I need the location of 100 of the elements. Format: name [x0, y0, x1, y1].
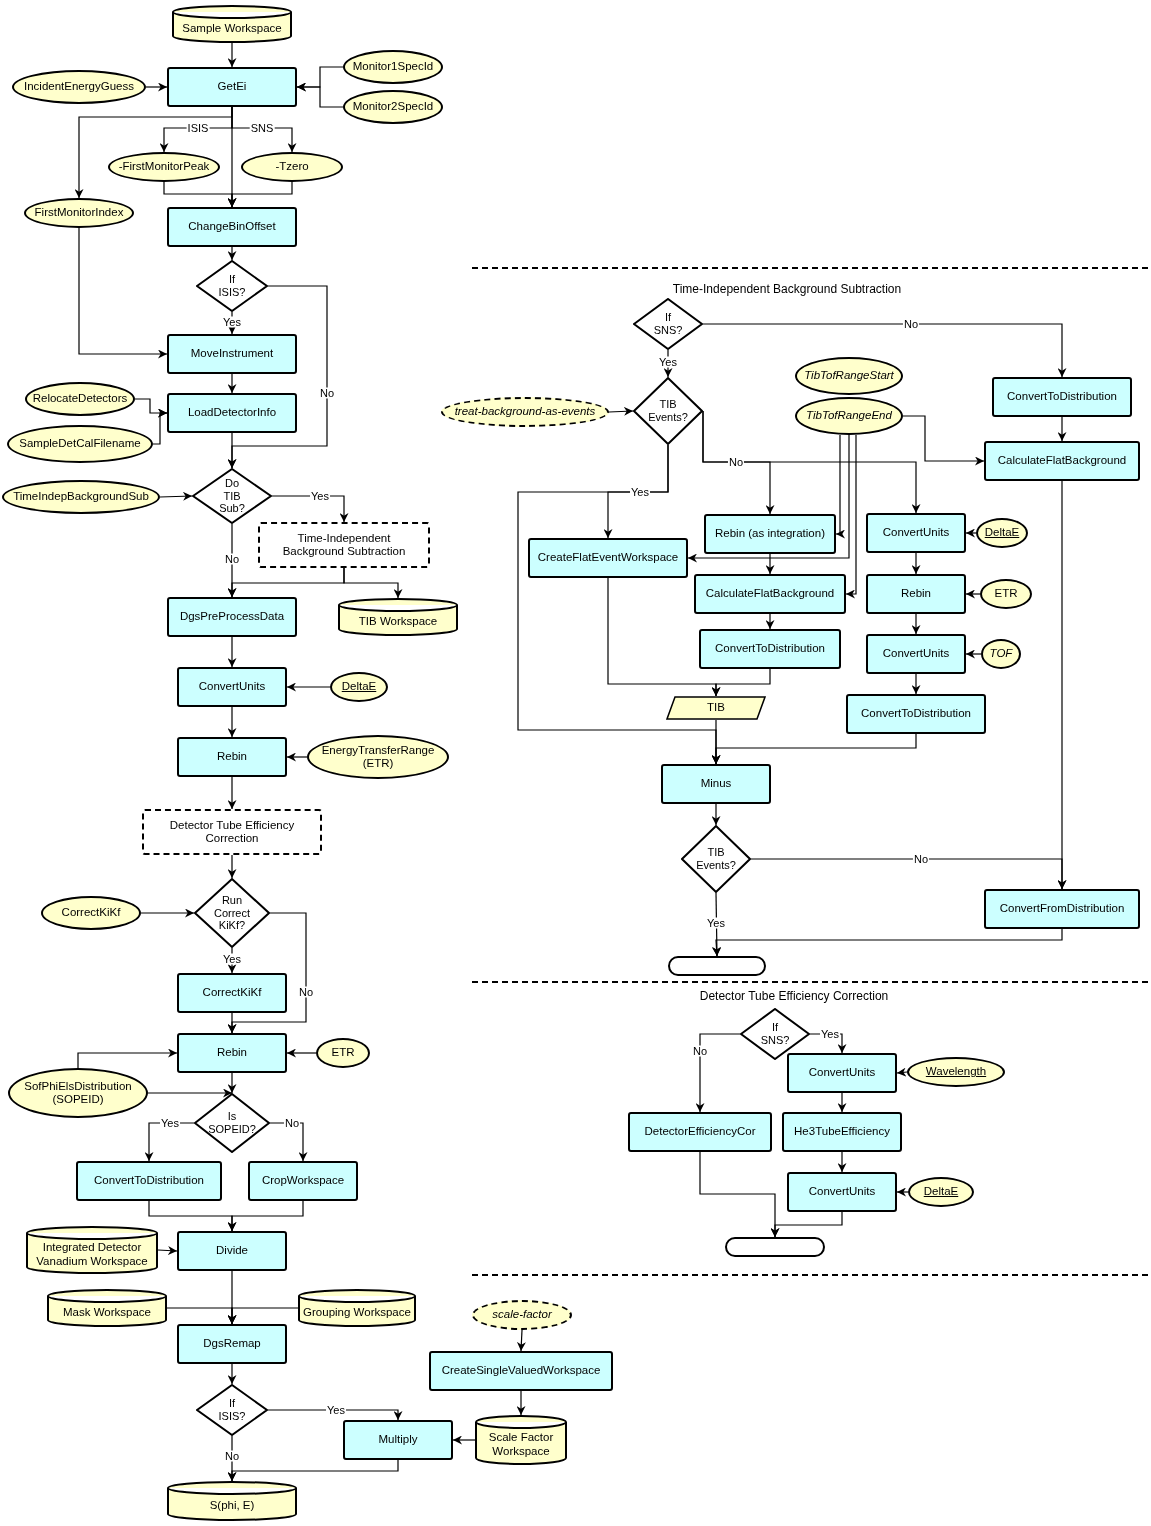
- process-box: [167, 334, 297, 374]
- process-box: [177, 1231, 287, 1271]
- node-label: Mask Workspace: [63, 1305, 151, 1320]
- process-box: [177, 1324, 287, 1364]
- arrow: [227, 1072, 237, 1094]
- arrow: [896, 1067, 908, 1077]
- arrow: [711, 733, 917, 765]
- arrow: [227, 1363, 237, 1385]
- section-title: Time-Independent Background Subtraction: [672, 282, 902, 296]
- process-box: [992, 377, 1132, 417]
- node-label: IncidentEnergyGuess: [24, 80, 134, 94]
- node-label: scale-factor: [492, 1308, 552, 1322]
- arrow: [607, 577, 721, 697]
- node-label: FirstMonitorIndex: [34, 206, 124, 220]
- decision-diamond: [196, 1384, 268, 1436]
- node-label: TOF: [989, 647, 1013, 661]
- process-box: [429, 1351, 613, 1391]
- node-label: DeltaE: [984, 526, 1020, 540]
- workspace-cylinder: [172, 5, 292, 43]
- arrow: [227, 246, 237, 261]
- arrow: [227, 373, 237, 394]
- edge-label: Yes: [310, 490, 330, 502]
- node-label: Integrated Detector Vanadium Workspace: [35, 1241, 149, 1268]
- node-label: DeltaE: [341, 680, 377, 694]
- subprocess-box: [258, 522, 430, 568]
- node-label: S(phi, E): [209, 1498, 255, 1513]
- node-label: -Tzero: [275, 160, 309, 174]
- arrow: [140, 908, 195, 918]
- node-label: EnergyTransferRange (ETR): [320, 743, 436, 771]
- edge-label: No: [297, 986, 315, 998]
- node-label: ETR: [331, 1046, 355, 1060]
- arrow: [1057, 416, 1067, 442]
- process-box: [177, 1033, 287, 1073]
- arrow: [965, 589, 981, 599]
- node-label: Scale Factor Workspace: [487, 1431, 555, 1458]
- decision-diamond: [196, 260, 268, 312]
- node-label: Rebin: [216, 750, 248, 764]
- arrow: [770, 1211, 843, 1238]
- edge-label: ISIS: [186, 122, 210, 134]
- decision-diamond: [740, 1008, 810, 1060]
- edge-label: No: [223, 553, 241, 565]
- node-label: TibTofRangeEnd: [806, 409, 892, 423]
- workspace-cylinder: [298, 1289, 416, 1327]
- arrow: [286, 752, 308, 762]
- node-label: Detector Tube Efficiency Correction: [168, 818, 296, 846]
- node-label: Sample Workspace: [182, 21, 282, 36]
- arrow: [711, 928, 1063, 957]
- process-box: [167, 207, 297, 247]
- arrow: [227, 854, 237, 879]
- node-label: Grouping Workspace: [303, 1305, 411, 1320]
- arrow: [227, 1307, 299, 1325]
- node-label: He3TubeEfficiency: [794, 1125, 890, 1139]
- node-label: -FirstMonitorPeak: [118, 160, 210, 174]
- process-box: [699, 629, 841, 669]
- edge-label: Yes: [658, 356, 678, 368]
- parameter-ellipse: [330, 672, 388, 702]
- node-label: Monitor1SpecId: [352, 60, 434, 74]
- arrow: [608, 406, 634, 416]
- arrow: [965, 528, 977, 538]
- arrow: [227, 181, 293, 208]
- arrow: [157, 1246, 178, 1255]
- node-label: If ISIS?: [218, 273, 246, 299]
- parameter-ellipse: [976, 518, 1028, 548]
- node-label: CreateSingleValuedWorkspace: [441, 1364, 601, 1378]
- arrow: [835, 434, 845, 539]
- workspace-cylinder: [475, 1415, 567, 1465]
- edge-label: SNS: [249, 122, 275, 134]
- process-box: [866, 513, 966, 553]
- arrow: [765, 553, 775, 575]
- node-label: Minus: [700, 777, 732, 791]
- edge-label: Yes: [222, 953, 242, 965]
- node-label: Do TIB Sub?: [219, 477, 245, 515]
- parameter-ellipse: [980, 579, 1032, 609]
- decision-diamond: [681, 825, 751, 893]
- arrow: [145, 82, 168, 92]
- arrow: [227, 432, 237, 469]
- node-label: CropWorkspace: [261, 1174, 345, 1188]
- arrow: [516, 1329, 526, 1352]
- node-label: ConvertFromDistribution: [999, 902, 1125, 916]
- node-label: DgsRemap: [203, 1337, 261, 1351]
- arrow: [227, 636, 237, 668]
- node-label: CalculateFlatBackground: [997, 454, 1127, 468]
- process-box: [167, 597, 297, 637]
- process-box: [76, 1161, 222, 1201]
- process-box: [167, 393, 297, 433]
- node-label: If ISIS?: [218, 1397, 246, 1423]
- node-label: ConvertUnits: [882, 526, 950, 540]
- decision-diamond: [194, 878, 270, 948]
- process-box: [528, 538, 688, 578]
- process-box: [866, 574, 966, 614]
- arrow: [227, 42, 237, 68]
- arrow: [837, 1092, 847, 1113]
- node-label: TIB Events?: [648, 398, 688, 424]
- node-label: ConvertToDistribution: [715, 642, 825, 656]
- decision-diamond: [194, 1093, 270, 1153]
- parameter-ellipse: [981, 639, 1021, 669]
- process-box: [866, 634, 966, 674]
- edge-label: No: [727, 456, 745, 468]
- subprocess-box: [142, 809, 322, 855]
- arrow: [147, 1088, 233, 1098]
